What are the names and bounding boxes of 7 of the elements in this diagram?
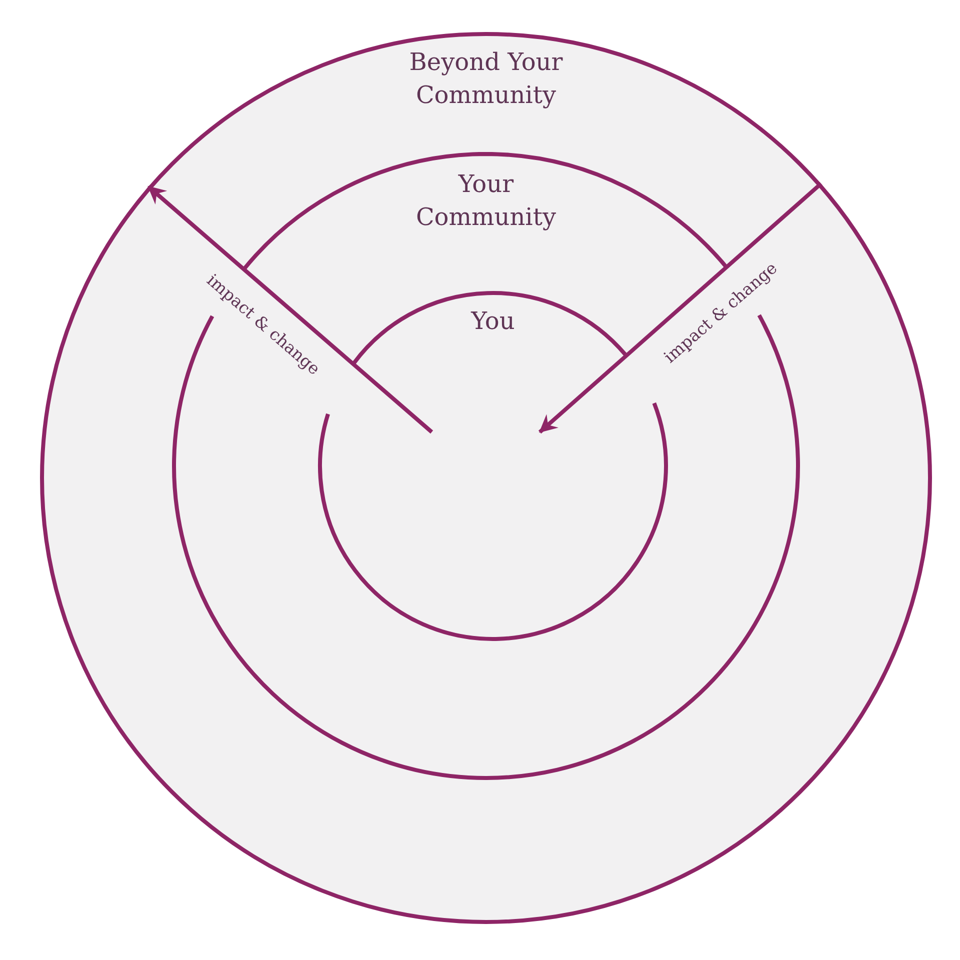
arrow <box>538 182 822 434</box>
ring-label: Your Community <box>414 169 558 233</box>
outer-circle <box>40 32 932 924</box>
middle-circle <box>172 152 800 780</box>
arrow <box>147 185 434 434</box>
ring-label: Beyond Your Community <box>408 47 564 111</box>
ring-label: You <box>470 306 516 337</box>
